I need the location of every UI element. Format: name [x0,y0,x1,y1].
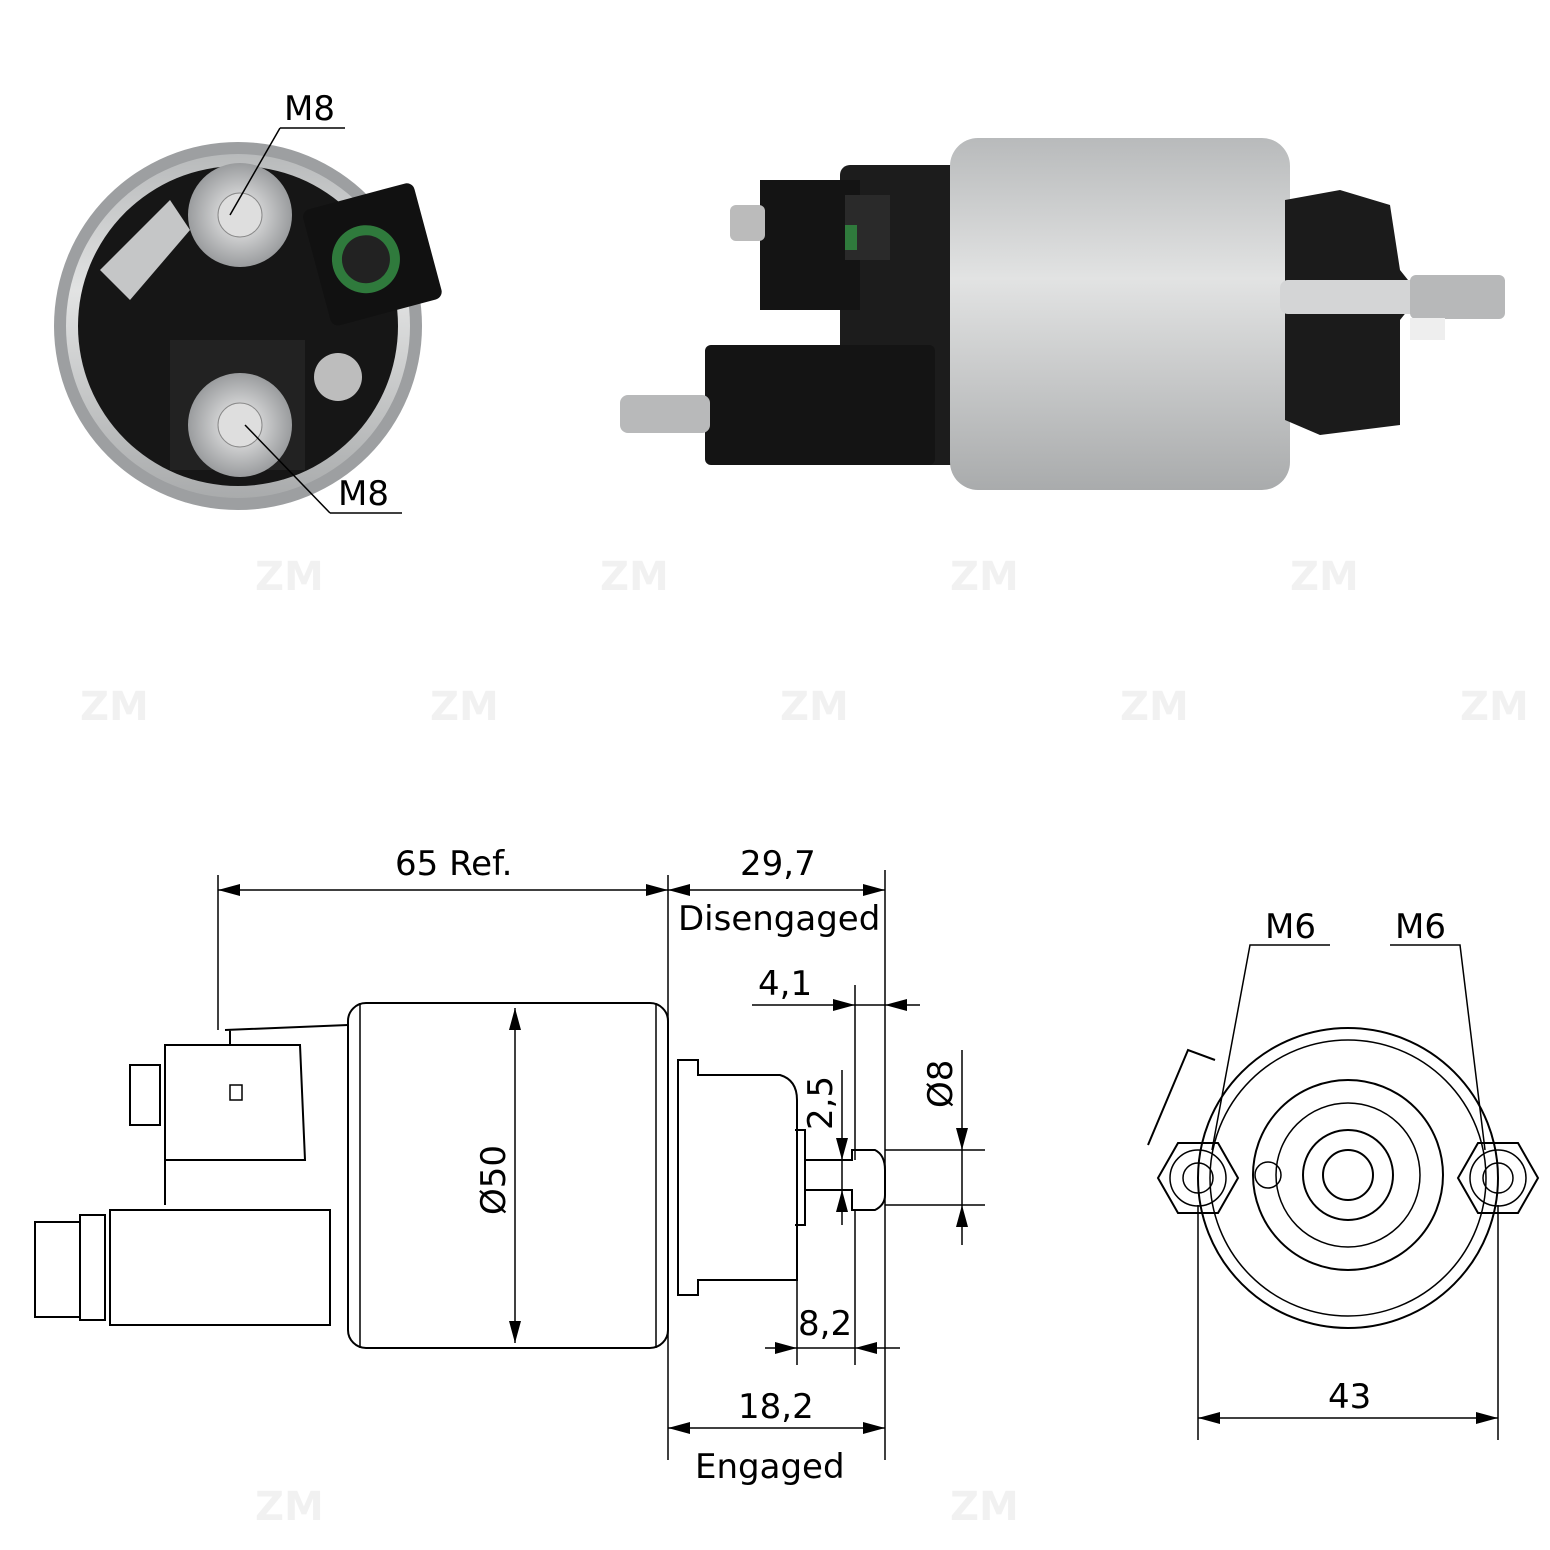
watermark: ZM [1460,684,1529,730]
label-m8-bottom: M8 [338,474,389,514]
terminal-stud [620,395,710,433]
dim-8-2: 8,2 [798,1304,852,1344]
photo-end-view: M8 M8 [54,89,442,514]
threaded-shaft [1410,275,1505,319]
label-m6-left: M6 [1265,907,1316,947]
dim-terminal-spacing: 43 [1328,1377,1371,1417]
dim-plunger-disengaged: 29,7 [740,844,816,884]
watermark: ZM [1290,554,1359,600]
label-m6-right: M6 [1395,907,1446,947]
watermark: ZM [600,554,669,600]
watermark: ZM [950,1484,1019,1530]
drawing-side-view: 65 Ref. 29,7 Disengaged 4,1 2,5 Ø8 Ø50 8… [34,844,985,1487]
watermark: ZM [950,554,1019,600]
connector [303,183,442,326]
dim-body-diameter: Ø50 [474,1145,514,1215]
dim-plunger-engaged: 18,2 [738,1387,814,1427]
watermark: ZM [80,684,149,730]
watermark: ZM [1120,684,1189,730]
terminal-nut-right [1456,1142,1540,1214]
watermark: ZM [255,1484,324,1530]
watermark: ZM [780,684,849,730]
dim-overall-length: 65 Ref. [395,844,512,884]
connector [760,180,860,310]
watermark: ZM [430,684,499,730]
label-engaged: Engaged [695,1447,845,1487]
label-disengaged: Disengaged [678,899,880,939]
dim-4-1: 4,1 [758,964,812,1004]
terminal-nut-left [1156,1142,1240,1214]
photo-side-view [620,138,1505,490]
watermark: ZM [255,554,324,600]
dim-shaft-diameter: Ø8 [921,1060,961,1108]
label-m8-top: M8 [284,89,335,129]
drawing-end-view: M6 M6 43 [1147,907,1540,1440]
dim-2-5: 2,5 [801,1076,841,1130]
